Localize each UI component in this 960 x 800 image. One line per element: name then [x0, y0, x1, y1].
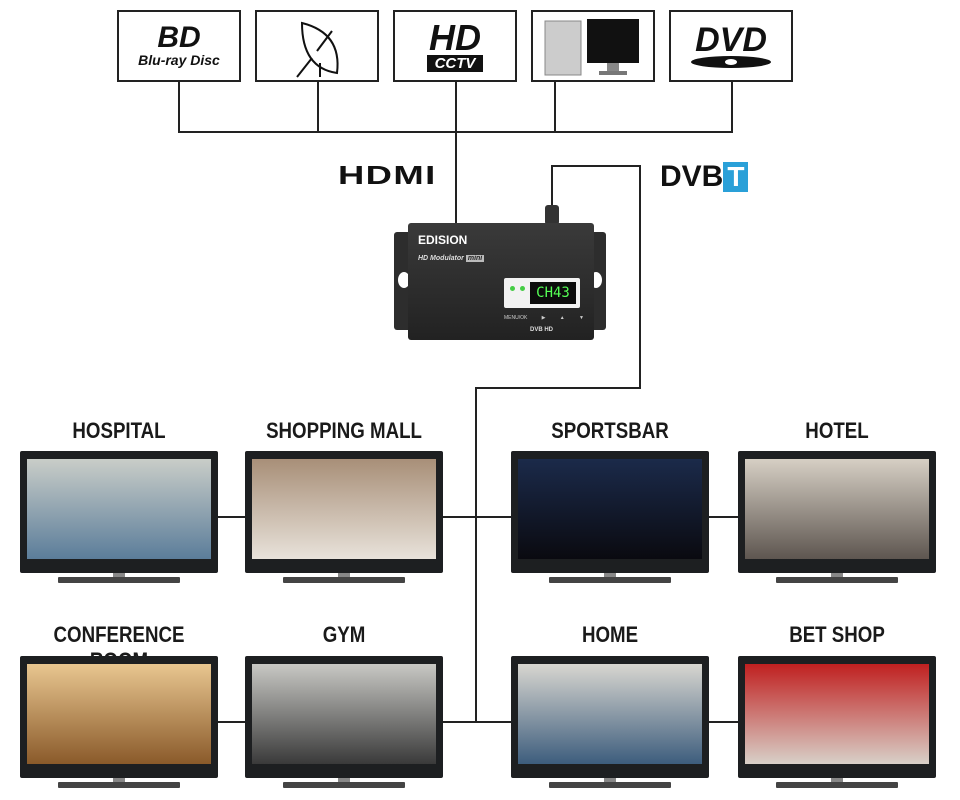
connector-line: [317, 82, 319, 132]
tv-home: [511, 656, 709, 778]
tv-stand: [338, 573, 350, 578]
distribution-trunk-line: [475, 387, 477, 723]
connector-line: [218, 516, 246, 518]
connector-line: [442, 721, 512, 723]
tv-stand-base: [549, 782, 671, 788]
tv-stand-base: [283, 577, 405, 583]
tv-screen-image: [27, 664, 211, 764]
down-button[interactable]: ▼: [579, 315, 584, 321]
tv-stand-base: [549, 577, 671, 583]
tv-shopping-mall: [245, 451, 443, 573]
tv-stand: [831, 778, 843, 783]
brand-logo: EDISION: [418, 233, 468, 247]
rf-line: [551, 165, 641, 167]
rf-line: [475, 387, 641, 389]
tv-stand-base: [58, 782, 180, 788]
connector-line: [731, 82, 733, 132]
location-label-gym: GYM: [322, 622, 366, 647]
tv-stand-base: [283, 782, 405, 788]
dvd-logo: DVD: [695, 21, 767, 59]
rf-line: [551, 165, 553, 207]
tv-stand: [604, 778, 616, 783]
tv-bet-shop: [738, 656, 936, 778]
disc-icon: [691, 56, 771, 68]
front-panel: CH43: [504, 278, 580, 308]
source-bluray: BD Blu-ray Disc: [117, 10, 241, 82]
location-label-sportsbar: SPORTSBAR: [551, 418, 669, 443]
tv-screen-image: [252, 664, 436, 764]
signal-led: [520, 286, 525, 291]
source-hd-cctv: HD CCTV: [393, 10, 517, 82]
hdmi-label: HDMI: [338, 160, 437, 190]
tv-stand-base: [58, 577, 180, 583]
connector-line: [218, 721, 246, 723]
connector-line: [554, 82, 556, 132]
hdmi-line: [455, 82, 457, 224]
connector-line: [708, 721, 738, 723]
tv-hospital: [20, 451, 218, 573]
model-badge: mini: [465, 255, 485, 262]
hd-cctv-logo: HD: [429, 16, 481, 58]
computer-icon: [544, 19, 639, 76]
tv-screen-image: [252, 459, 436, 559]
up-button[interactable]: ▲: [559, 315, 565, 321]
tv-stand: [113, 573, 125, 578]
channel-display: CH43: [530, 282, 576, 304]
satellite-dish-icon: [296, 21, 339, 78]
tv-hotel: [738, 451, 936, 573]
location-label-hospital: HOSPITAL: [72, 418, 166, 443]
antenna-connector: [545, 205, 559, 225]
cctv-text: CCTV: [426, 54, 484, 72]
location-label-bet-shop: BET SHOP: [789, 622, 885, 647]
dvb-mark: DVB: [530, 327, 543, 333]
connector-line: [442, 516, 512, 518]
tv-stand: [831, 573, 843, 578]
source-satellite: [255, 10, 379, 82]
tv-sportsbar: [511, 451, 709, 573]
rf-line: [639, 165, 641, 389]
tv-conference-room: [20, 656, 218, 778]
tv-stand: [338, 778, 350, 783]
tv-screen-image: [745, 459, 929, 559]
tv-screen-image: [518, 459, 702, 559]
bluray-logo: BD: [157, 21, 201, 54]
tv-stand-base: [776, 782, 898, 788]
right-button[interactable]: ▶: [541, 315, 546, 321]
tv-screen-image: [518, 664, 702, 764]
dvbt-text: DVB: [660, 160, 724, 193]
hd-modulator-device: EDISION HD Modulator mini CH43 MENU/OK ▶…: [408, 223, 594, 340]
tv-stand: [604, 573, 616, 578]
model-label: HD Modulator: [418, 255, 464, 262]
source-dvd: DVD: [669, 10, 793, 82]
power-led: [510, 286, 515, 291]
connector-line: [178, 82, 180, 132]
hd-mark: HD: [544, 327, 554, 333]
source-computer: [531, 10, 655, 82]
location-label-shopping-mall: SHOPPING MALL: [266, 418, 422, 443]
bluray-text: Blu-ray Disc: [138, 52, 220, 68]
location-label-hotel: HOTEL: [805, 418, 869, 443]
tv-stand: [113, 778, 125, 783]
tv-screen-image: [27, 459, 211, 559]
dvbt-logo: DVB T: [660, 160, 749, 194]
dvbt-t: T: [723, 162, 749, 192]
tv-screen-image: [745, 664, 929, 764]
connector-line: [708, 516, 738, 518]
menu-ok-button[interactable]: MENU/OK: [504, 315, 528, 321]
tv-stand-base: [776, 577, 898, 583]
location-label-home: HOME: [581, 622, 639, 647]
tv-gym: [245, 656, 443, 778]
